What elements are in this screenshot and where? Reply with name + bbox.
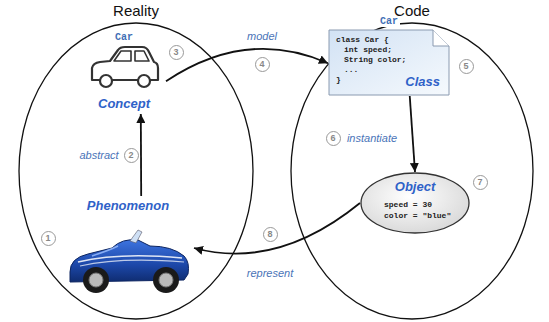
callout-number: 5 [459, 59, 474, 74]
field-value: color = "blue" [384, 211, 451, 221]
callout-number: 2 [124, 148, 139, 163]
concept-node: CarConcept [82, 32, 166, 114]
code-line: ... [344, 65, 358, 75]
edge-label: abstract [78, 149, 119, 161]
node-title: Object [395, 179, 435, 194]
callout-number: 6 [326, 131, 341, 146]
node-title: Class [405, 74, 440, 89]
node-title: Concept [98, 96, 150, 111]
code-line: class Car { [336, 35, 389, 45]
car-photo [70, 230, 189, 293]
field-value: speed = 30 [384, 200, 432, 210]
callout-number: 7 [473, 175, 488, 190]
connector-arrow [194, 203, 360, 254]
callout-number: 8 [263, 227, 278, 242]
callout-number: 4 [255, 57, 270, 72]
code-line: int speed; [344, 45, 392, 55]
edge-label: instantiate [346, 132, 398, 144]
class-name: Car [115, 32, 133, 43]
edge-label: model [246, 30, 278, 42]
callout-number: 3 [169, 45, 184, 60]
connector-arrow [140, 114, 142, 196]
car-icon [92, 47, 158, 87]
class-document: Car class Car {int speed;String color;...… [328, 16, 450, 96]
phenomenon-node: Phenomenon [62, 196, 194, 300]
node-title: Phenomenon [87, 198, 169, 213]
code-region: CodeCarclass Car {int speed;String color… [290, 2, 534, 320]
code-line: } [336, 75, 341, 85]
connector-arrow [410, 96, 415, 172]
class-name: Car [378, 16, 400, 27]
edge-label: represent [246, 267, 294, 279]
region-heading: Reality [113, 2, 159, 19]
connector-arrow [166, 49, 328, 81]
code-line: String color; [344, 55, 406, 65]
callout-number: 1 [41, 231, 56, 246]
object-ellipse: Object speed = 30color = "blue" [360, 172, 470, 234]
